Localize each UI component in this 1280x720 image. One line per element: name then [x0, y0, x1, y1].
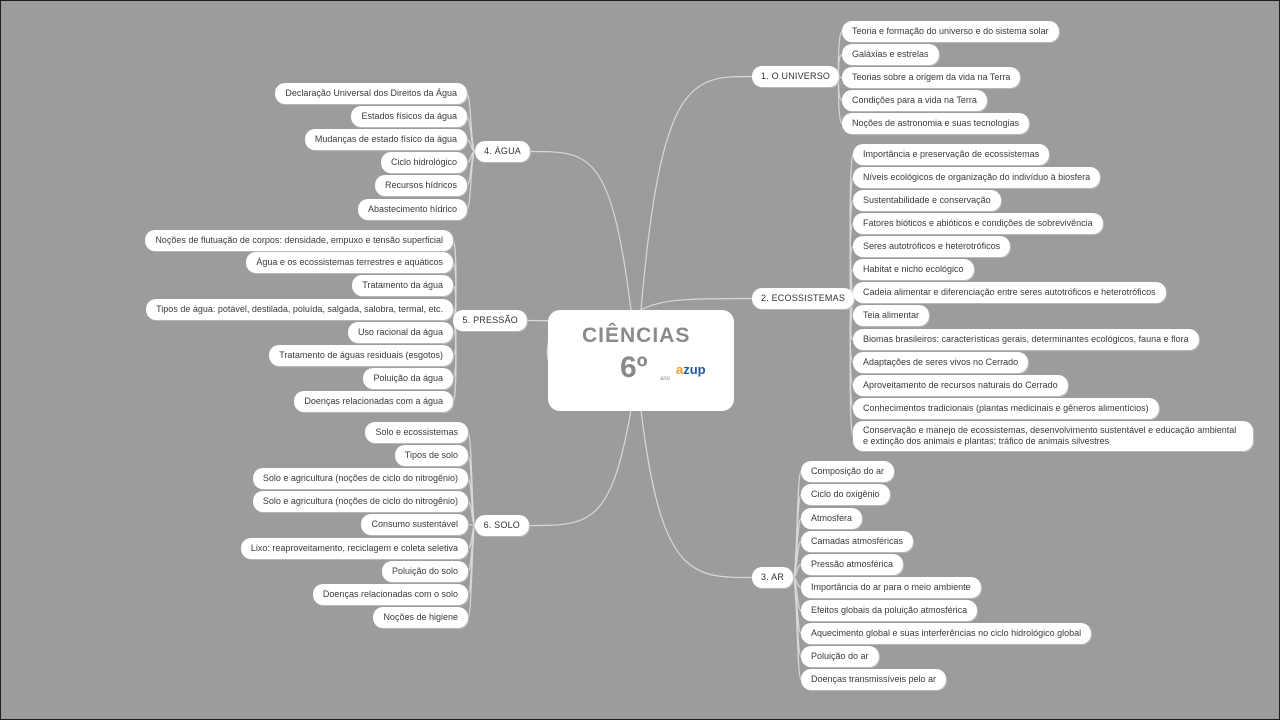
- topic-nocoes-de-flutuacao-de-corpos-densidade-[interactable]: Noções de flutuação de corpos: densidade…: [145, 230, 453, 251]
- topic-conservacao-e-manejo-de-ecossistemas-des[interactable]: Conservação e manejo de ecossistemas, de…: [853, 421, 1253, 451]
- topic-camadas-atmosfericas[interactable]: Camadas atmosféricas: [801, 531, 914, 552]
- connector: [640, 409, 753, 579]
- branch-6-solo[interactable]: 6. SOLO: [474, 515, 529, 536]
- topic-mudancas-de-estado-fisico-da-agua[interactable]: Mudanças de estado físico da água: [304, 129, 467, 150]
- connector: [640, 75, 753, 311]
- topic-nocoes-de-higiene[interactable]: Noções de higiene: [373, 607, 468, 628]
- topic-conhecimentos-tradicionais-plantas-medic[interactable]: Conhecimentos tradicionais (plantas medi…: [853, 398, 1159, 419]
- connector: [528, 409, 632, 527]
- topic-poluicao-da-agua[interactable]: Poluição da água: [363, 368, 453, 389]
- topic-importancia-do-ar-para-o-meio-ambiente[interactable]: Importância do ar para o meio ambiente: [801, 577, 981, 598]
- topic-poluicao-do-solo[interactable]: Poluição do solo: [381, 561, 468, 582]
- topic-teorias-sobre-a-origem-da-vida-na-terra[interactable]: Teorias sobre a origem da vida na Terra: [842, 67, 1021, 88]
- topic-estados-fisicos-da-agua[interactable]: Estados físicos da água: [351, 106, 467, 127]
- topic-agua-e-os-ecossistemas-terrestres-e-aqua[interactable]: Água e os ecossistemas terrestres e aquá…: [246, 252, 453, 273]
- connector: [466, 150, 476, 211]
- topic-biomas-brasileiros-caracteristicas-gerai[interactable]: Biomas brasileiros: características gera…: [853, 329, 1199, 350]
- topic-importancia-e-preservacao-de-ecossistema[interactable]: Importância e preservação de ecossistema…: [853, 144, 1050, 165]
- central-title: CIÊNCIAS: [582, 324, 691, 347]
- topic-aproveitamento-de-recursos-naturais-do-c[interactable]: Aproveitamento de recursos naturais do C…: [853, 375, 1068, 396]
- topic-aquecimento-global-e-suas-interferencias[interactable]: Aquecimento global e suas interferências…: [801, 623, 1092, 644]
- topic-nocoes-de-astronomia-e-suas-tecnologias[interactable]: Noções de astronomia e suas tecnologias: [842, 113, 1030, 134]
- topic-sustentabilidade-e-conservacao[interactable]: Sustentabilidade e conservação: [853, 190, 1001, 211]
- logo-text: zup: [683, 362, 706, 377]
- topic-condicoes-para-a-vida-na-terra[interactable]: Condições para a vida na Terra: [842, 90, 987, 111]
- connector: [467, 500, 476, 527]
- topic-atmosfera[interactable]: Atmosfera: [801, 508, 863, 529]
- connector: [529, 150, 632, 311]
- topic-consumo-sustentavel[interactable]: Consumo sustentável: [361, 514, 468, 535]
- topic-galaxias-e-estrelas[interactable]: Galáxias e estrelas: [842, 44, 939, 65]
- topic-abastecimento-hidrico[interactable]: Abastecimento hídrico: [357, 199, 467, 220]
- topic-poluicao-do-ar[interactable]: Poluição do ar: [801, 646, 879, 667]
- branch-5-pressao[interactable]: 5. PRESSÃO: [453, 310, 527, 331]
- topic-tipos-de-solo[interactable]: Tipos de solo: [394, 445, 468, 466]
- topic-composicao-do-ar[interactable]: Composição do ar: [801, 461, 895, 482]
- topic-declaracao-universal-dos-direitos-da-agu[interactable]: Declaração Universal dos Direitos da Águ…: [275, 83, 467, 104]
- topic-niveis-ecologicos-de-organizacao-do-indi[interactable]: Níveis ecológicos de organização do indi…: [853, 167, 1101, 188]
- topic-pressao-atmosferica[interactable]: Pressão atmosférica: [801, 554, 904, 575]
- azup-logo: azup: [676, 362, 706, 377]
- topic-doencas-transmissiveis-pelo-ar[interactable]: Doenças transmissíveis pelo ar: [801, 669, 947, 690]
- connector: [640, 297, 753, 311]
- topic-seres-autotroficos-e-heterotroficos[interactable]: Seres autotróficos e heterotróficos: [853, 236, 1011, 257]
- topic-solo-e-agricultura-nocoes-de-ciclo-do-ni[interactable]: Solo e agricultura (noções de ciclo do n…: [252, 491, 468, 512]
- topic-doencas-relacionadas-com-a-agua[interactable]: Doenças relacionadas com a água: [294, 391, 453, 412]
- grade-number: 6º: [620, 351, 648, 384]
- topic-fatores-bioticos-e-abioticos-e-condicoes[interactable]: Fatores bióticos e abióticos e condições…: [853, 213, 1103, 234]
- topic-teia-alimentar[interactable]: Teia alimentar: [853, 305, 930, 326]
- topic-recursos-hidricos[interactable]: Recursos hídricos: [374, 175, 467, 196]
- connector: [792, 576, 802, 681]
- branch-2-ecossistemas[interactable]: 2. ECOSSISTEMAS: [752, 288, 855, 309]
- topic-solo-e-agricultura-nocoes-de-ciclo-do-ni[interactable]: Solo e agricultura (noções de ciclo do n…: [252, 468, 468, 489]
- branch-3-ar[interactable]: 3. AR: [752, 567, 794, 588]
- topic-efeitos-globais-da-poluicao-atmosferica[interactable]: Efeitos globais da poluição atmosférica: [801, 600, 978, 621]
- topic-lixo-reaproveitamento-reciclagem-e-colet[interactable]: Lixo: reaproveitamento, reciclagem e col…: [240, 538, 468, 559]
- topic-doencas-relacionadas-com-o-solo[interactable]: Doenças relacionadas com o solo: [312, 584, 468, 605]
- logo-a: a: [676, 362, 684, 377]
- grade-unit: ano: [660, 376, 671, 382]
- central-topic[interactable]: CIÊNCIAS 6º ano azup: [548, 310, 734, 411]
- topic-solo-e-ecossistemas[interactable]: Solo e ecossistemas: [365, 422, 468, 443]
- connector: [466, 92, 476, 153]
- topic-tratamento-de-aguas-residuais-esgotos[interactable]: Tratamento de águas residuais (esgotos): [269, 345, 453, 366]
- topic-tratamento-da-agua[interactable]: Tratamento da água: [352, 275, 453, 296]
- topic-adaptacoes-de-seres-vivos-no-cerrado[interactable]: Adaptações de seres vivos no Cerrado: [853, 352, 1029, 373]
- topic-ciclo-do-oxigenio[interactable]: Ciclo do oxigênio: [801, 484, 890, 505]
- branch-4-agua[interactable]: 4. ÁGUA: [475, 141, 530, 162]
- topic-uso-racional-da-agua[interactable]: Uso racional da água: [347, 322, 453, 343]
- topic-ciclo-hidrologico[interactable]: Ciclo hidrológico: [380, 152, 467, 173]
- topic-cadeia-alimentar-e-diferenciacao-entre-s[interactable]: Cadeia alimentar e diferenciação entre s…: [853, 282, 1166, 303]
- connector: [467, 524, 476, 619]
- topic-habitat-e-nicho-ecologico[interactable]: Habitat e nicho ecológico: [853, 259, 974, 280]
- topic-tipos-de-agua-potavel-destilada-poluida-[interactable]: Tipos de água: potável, destilada, poluí…: [146, 299, 453, 320]
- topic-teoria-e-formacao-do-universo-e-do-siste[interactable]: Teoria e formação do universo e do siste…: [842, 21, 1059, 42]
- branch-1-o-universo[interactable]: 1. O UNIVERSO: [752, 66, 840, 87]
